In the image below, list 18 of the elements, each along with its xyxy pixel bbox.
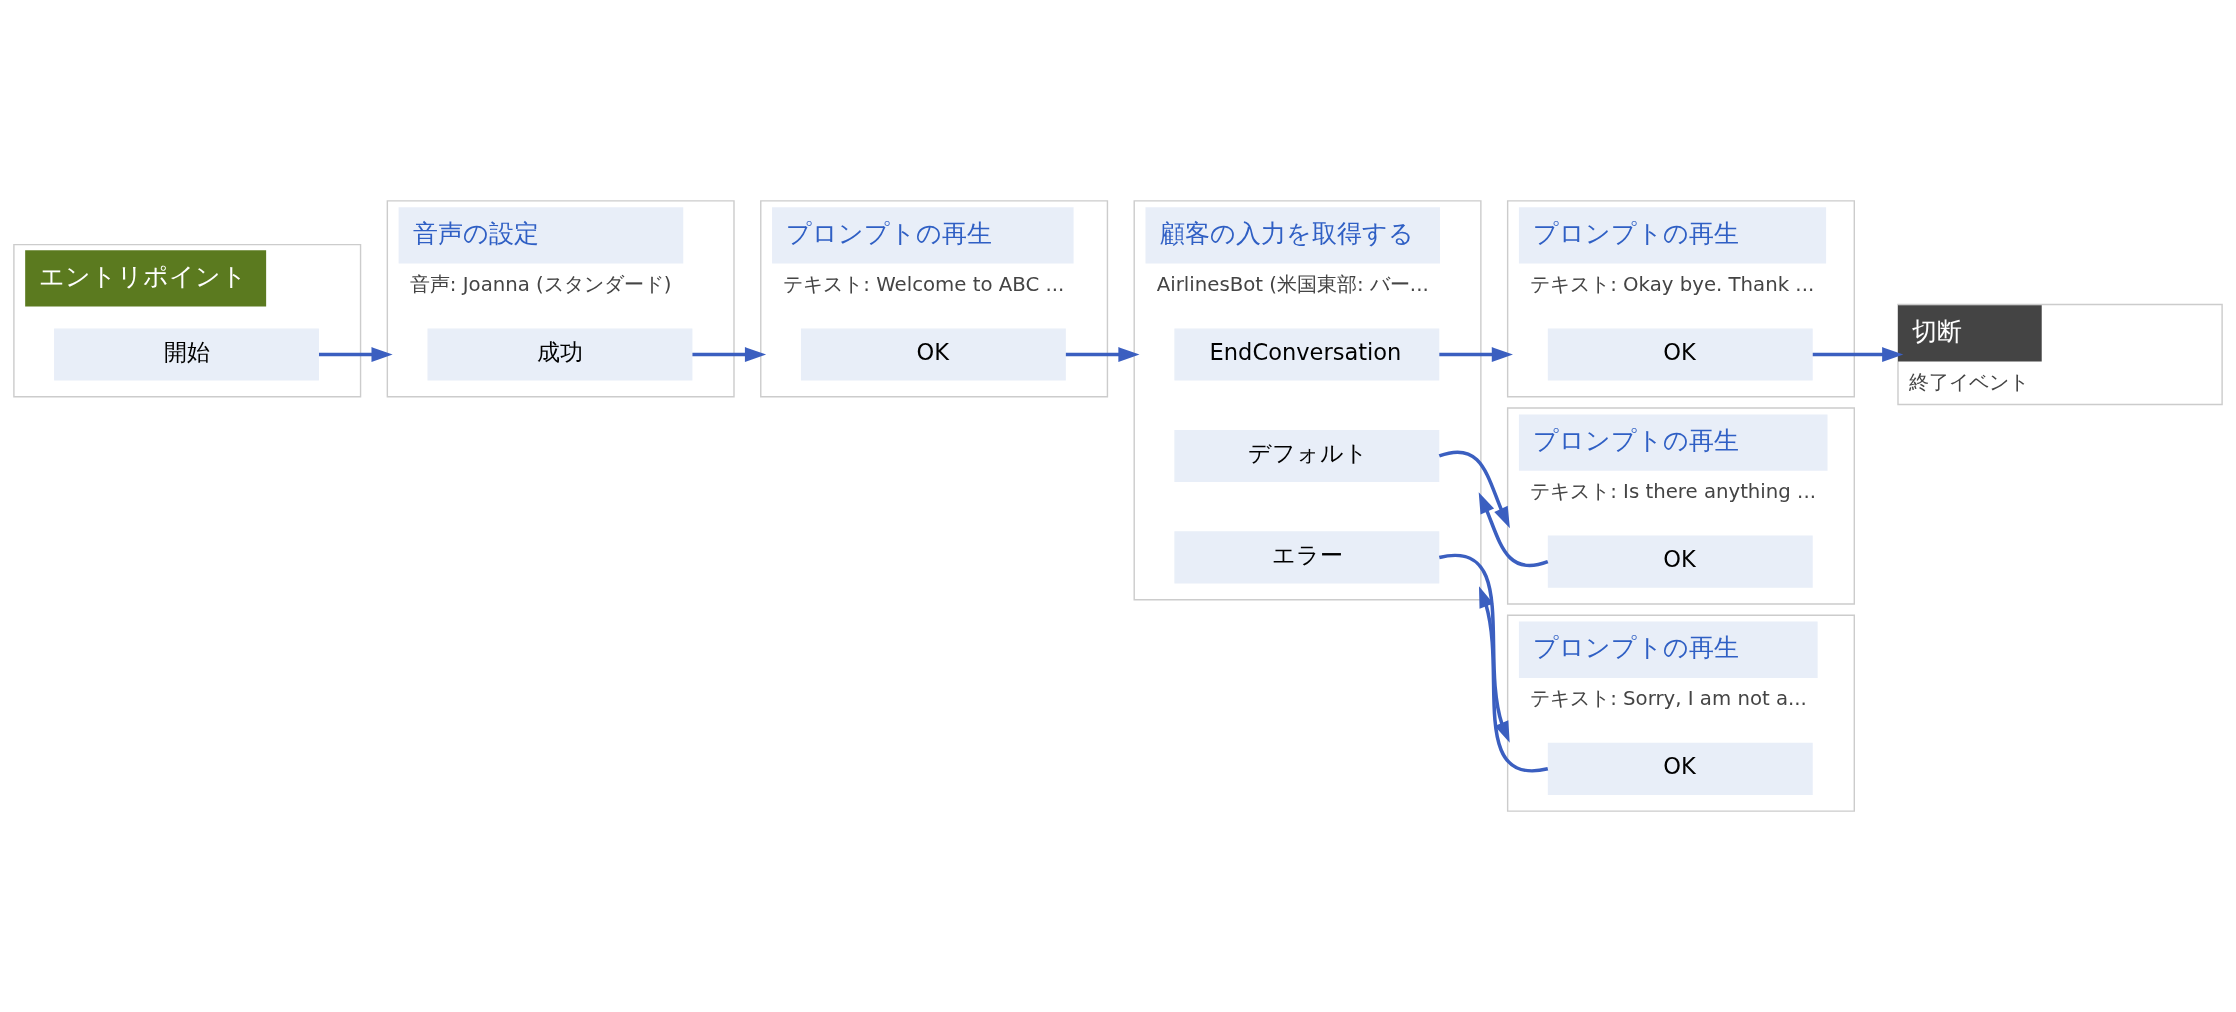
node-box: 成功 bbox=[427, 328, 693, 381]
node-box: エラー bbox=[1174, 531, 1440, 584]
node-box: デフォルト bbox=[1174, 429, 1440, 483]
arrow bbox=[1065, 347, 1140, 362]
node-box: 開始 bbox=[54, 328, 319, 381]
arrow bbox=[1812, 347, 1904, 362]
arrow bbox=[692, 347, 767, 362]
arrow bbox=[1439, 553, 1510, 743]
node-box: OK bbox=[1547, 742, 1813, 795]
arrow bbox=[319, 347, 393, 362]
arrow bbox=[1439, 347, 1513, 362]
arrow bbox=[1478, 492, 1549, 568]
node-box: OK bbox=[1547, 328, 1813, 381]
arrow bbox=[1479, 586, 1548, 773]
node-box: OK bbox=[1547, 535, 1813, 588]
node-box: OK bbox=[800, 328, 1066, 381]
arrow bbox=[1438, 450, 1510, 529]
node-box: EndConversation bbox=[1174, 328, 1440, 381]
